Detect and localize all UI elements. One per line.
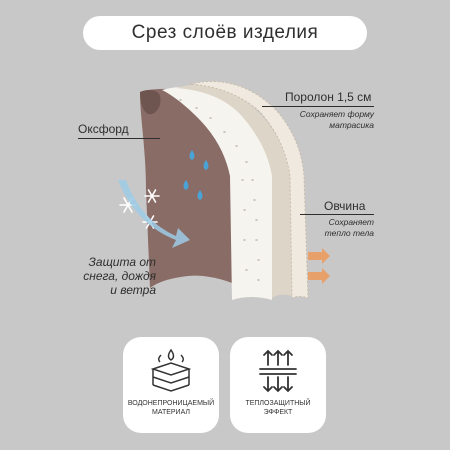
title-pill: Срез слоёв изделия xyxy=(83,16,367,50)
heat-arrows-icon xyxy=(308,248,330,284)
foam-description-line2: матрасика xyxy=(329,120,374,130)
protection-text: Защита от снега, дождя и ветра xyxy=(68,255,156,297)
water-drops-icon xyxy=(183,150,209,200)
thermal-arrows-icon xyxy=(259,349,297,393)
protection-line3: и ветра xyxy=(110,283,156,297)
wind-arrow-icon xyxy=(118,180,190,248)
feature-card-thermal: теплозащитный эффект xyxy=(230,337,326,433)
feature-caption-line1: теплозащитный xyxy=(245,400,311,407)
oxford-leader-line xyxy=(78,138,160,139)
feature-caption-waterproof: водонепроницаемый материал xyxy=(128,399,214,417)
oxford-label: Оксфорд xyxy=(78,122,129,136)
foam-leader-line xyxy=(262,106,374,107)
oxford-layer-edge xyxy=(140,89,161,115)
sheepskin-description: Сохраняет тепло тела xyxy=(300,217,374,239)
sheepskin-description-line1: Сохраняет xyxy=(328,217,374,227)
foam-label: Поролон 1,5 см xyxy=(285,90,372,104)
sheepskin-label: Овчина xyxy=(324,199,366,213)
page-title: Срез слоёв изделия xyxy=(131,22,319,43)
beige-layer xyxy=(176,84,292,298)
feature-caption-line2: материал xyxy=(151,409,190,416)
foam-description-line1: Сохраняет форму xyxy=(299,109,374,119)
foam-dots xyxy=(179,99,260,281)
protection-line2: снега, дождя xyxy=(83,269,156,283)
feature-caption-thermal: теплозащитный эффект xyxy=(245,399,310,417)
sheepskin-layer xyxy=(189,81,309,299)
sheepskin-description-line2: тепло тела xyxy=(324,228,374,238)
protection-line1: Защита от xyxy=(88,255,156,269)
feature-caption-line1: водонепроницаемый xyxy=(127,400,215,407)
foam-description: Сохраняет форму матрасика xyxy=(282,109,374,131)
waterproof-layers-icon xyxy=(150,348,192,392)
foam-layer xyxy=(162,86,272,300)
sheepskin-leader-line xyxy=(300,214,374,215)
feature-caption-line2: эффект xyxy=(263,409,293,416)
feature-card-waterproof: водонепроницаемый материал xyxy=(123,337,219,433)
